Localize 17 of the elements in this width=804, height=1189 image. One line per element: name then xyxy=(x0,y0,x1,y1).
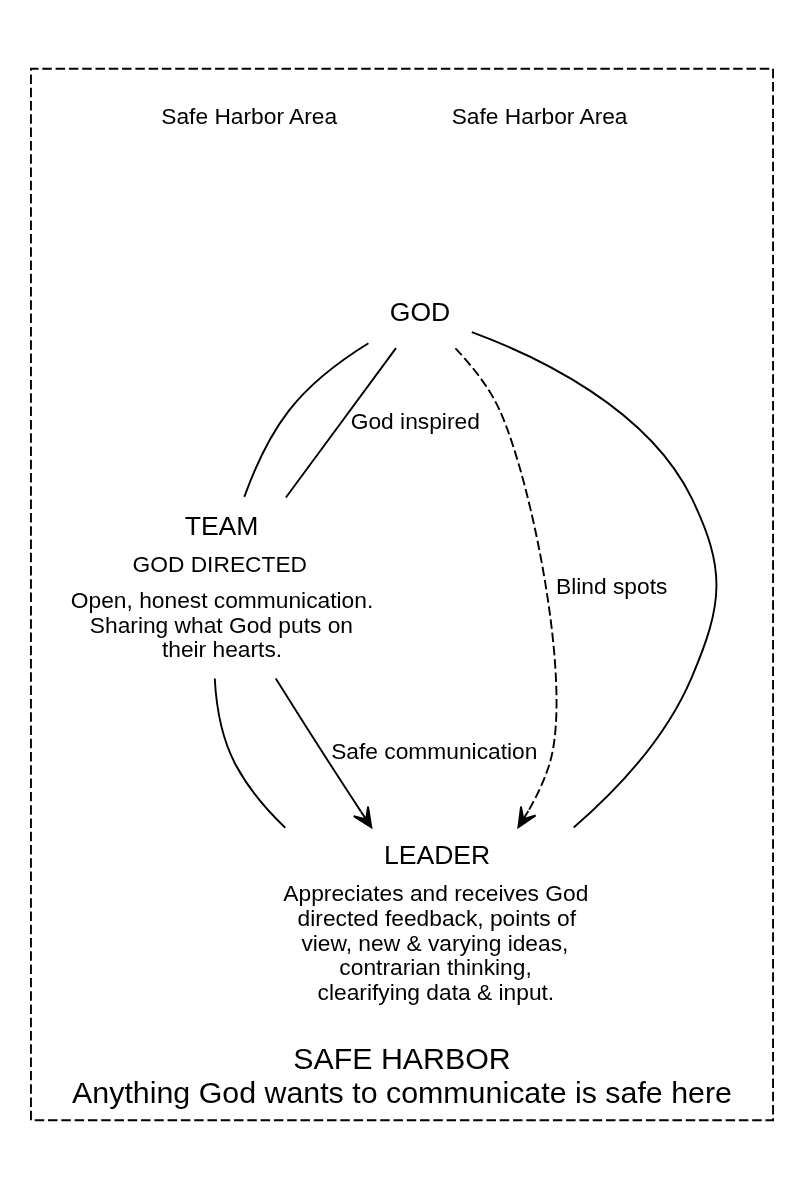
connector xyxy=(284,347,397,499)
connector xyxy=(213,677,287,829)
arrow xyxy=(274,677,373,829)
node-label: GOD DIRECTED xyxy=(132,550,308,577)
arrow xyxy=(454,347,558,829)
node-label: Open, honest communication. Sharing what God puts on their hearts. xyxy=(70,586,374,663)
edge-label: Blind spots xyxy=(556,572,668,599)
node-label: Appreciates and receives God directed feedback, points of view, new & varying ideas, contrarian thinking, clearifying data & input. xyxy=(283,880,589,1005)
node-label: Safe Harbor Area xyxy=(451,103,628,129)
connector xyxy=(470,331,718,829)
connector xyxy=(243,342,370,498)
node-text: GOD xyxy=(389,296,451,327)
node-text: TEAM xyxy=(184,511,259,542)
node-label: Safe Harbor Area xyxy=(161,103,338,129)
edge-label: God inspired xyxy=(350,407,480,434)
node-text: LEADER xyxy=(383,840,491,871)
edge-label: Safe communication xyxy=(331,737,538,764)
